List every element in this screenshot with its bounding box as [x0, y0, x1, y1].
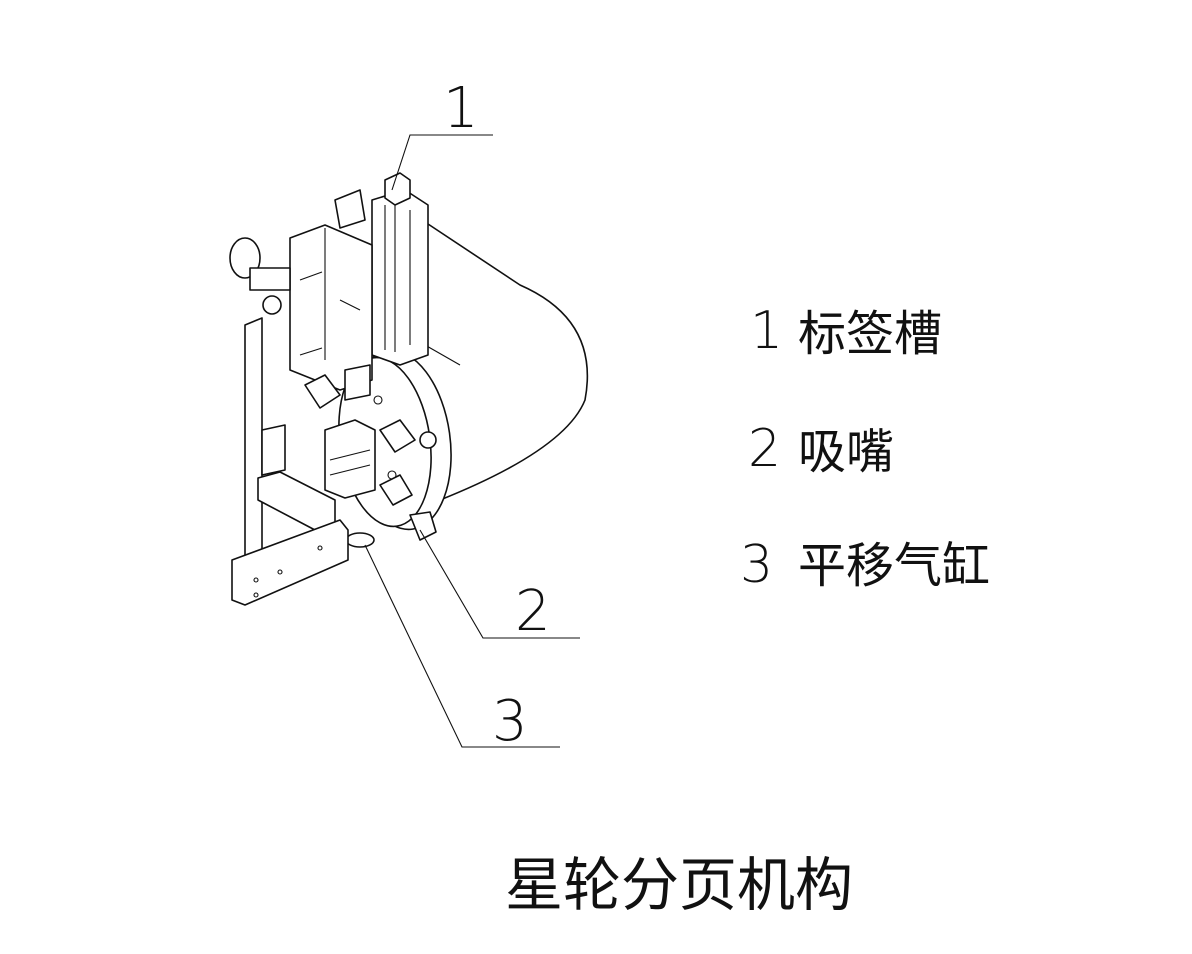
callout-3: 3 — [364, 544, 560, 754]
callout-number-1: 1 — [443, 76, 479, 141]
side-arm — [257, 471, 336, 531]
callout-2: 2 — [419, 529, 580, 644]
roll-cylinder — [424, 221, 589, 501]
legend-number-1: 1 — [750, 301, 783, 361]
leader-line-1 — [391, 134, 493, 191]
leader-line-2 — [419, 529, 580, 639]
star-wheel-paging-mechanism-illustration — [229, 172, 589, 606]
legend: 1 标签槽 2 吸嘴 3 平移气缸 — [740, 301, 990, 595]
legend-number-2: 2 — [748, 419, 781, 479]
legend-label-3: 平移气缸 — [798, 538, 990, 594]
legend-label-2: 吸嘴 — [798, 424, 894, 480]
legend-number-3: 3 — [740, 535, 773, 595]
label-trough-top — [384, 172, 411, 206]
callout-number-2: 2 — [515, 579, 551, 644]
callout-number-3: 3 — [492, 689, 528, 754]
legend-label-1: 标签槽 — [798, 306, 942, 362]
frame-post — [244, 317, 263, 569]
suction-nozzle — [409, 511, 437, 541]
translation-cylinder-block — [324, 419, 376, 499]
cylinder-foot — [345, 532, 375, 548]
label-trough-left — [289, 224, 373, 391]
base-bar — [231, 519, 349, 606]
label-trough-right — [371, 189, 429, 366]
leader-line-3 — [364, 544, 560, 748]
drawing-title: 星轮分页机构 — [505, 851, 853, 919]
callout-1: 1 — [391, 76, 493, 191]
